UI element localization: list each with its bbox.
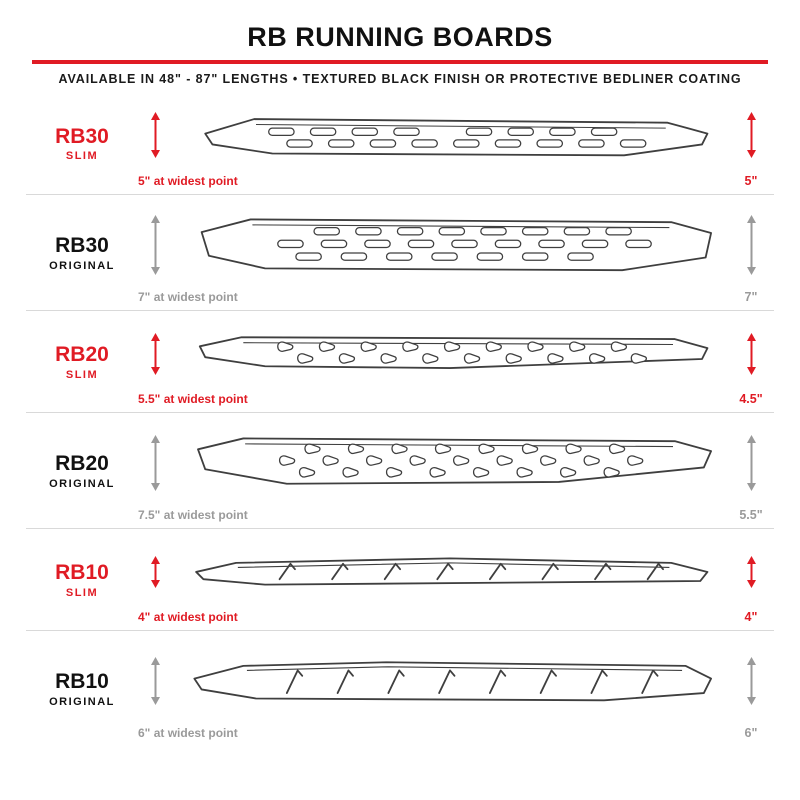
board-drawing-rb10-original xyxy=(172,655,728,706)
running-board-illustration xyxy=(198,336,709,369)
page-title: RB RUNNING BOARDS xyxy=(247,22,553,52)
model-label: RB10 xyxy=(55,561,109,585)
model-label: RB30 xyxy=(55,124,109,148)
board-drawing-rb20-original xyxy=(172,433,728,493)
edge-width-label: 6" xyxy=(744,726,758,740)
board-label: RB30 ORIGINAL xyxy=(26,234,138,272)
board-row-rb10-slim: RB10 SLIM 4" at widest point 4" xyxy=(26,528,774,630)
edge-width-label: 5.5" xyxy=(739,508,763,522)
board-label: RB20 SLIM xyxy=(26,343,138,381)
board-drawing-rb30-slim xyxy=(172,110,728,161)
running-board-illustration xyxy=(195,557,709,586)
vertical-measure-arrow-icon xyxy=(728,434,774,491)
board-label: RB20 ORIGINAL xyxy=(26,452,138,490)
variant-label: ORIGINAL xyxy=(49,477,115,490)
edge-width-label: 7" xyxy=(744,290,758,304)
running-board-illustration xyxy=(197,437,712,485)
board-drawing-rb10-slim xyxy=(172,552,728,590)
vertical-measure-arrow-icon xyxy=(138,332,172,375)
board-row-rb30-slim: RB30 SLIM 5" at widest point 5" xyxy=(26,92,774,194)
board-rows: RB30 SLIM 5" at widest point 5" RB30 ORI… xyxy=(26,92,774,746)
variant-label: ORIGINAL xyxy=(49,259,115,272)
running-board-illustration xyxy=(204,117,709,156)
variant-label: ORIGINAL xyxy=(49,695,115,708)
board-row-rb30-original: RB30 ORIGINAL 7" at widest point 7" xyxy=(26,194,774,310)
widest-point-label: 5.5" at widest point xyxy=(138,392,248,406)
edge-width-label: 4" xyxy=(744,610,758,624)
vertical-measure-arrow-icon xyxy=(138,555,172,588)
board-row-rb10-original: RB10 ORIGINAL 6" at widest point 6" xyxy=(26,630,774,746)
header: RB RUNNING BOARDS AVAILABLE IN 48" - 87"… xyxy=(26,0,774,86)
board-drawing-rb30-original xyxy=(172,214,728,276)
model-label: RB10 xyxy=(55,670,109,694)
edge-width-label: 4.5" xyxy=(739,392,763,406)
widest-point-label: 7.5" at widest point xyxy=(138,508,248,522)
edge-width-label: 5" xyxy=(744,174,758,188)
widest-point-label: 4" at widest point xyxy=(138,610,238,624)
variant-label: SLIM xyxy=(65,368,99,381)
board-row-rb20-slim: RB20 SLIM 5.5" at widest point 4.5" xyxy=(26,310,774,412)
widest-point-label: 6" at widest point xyxy=(138,726,238,740)
widest-point-label: 5" at widest point xyxy=(138,174,238,188)
vertical-measure-arrow-icon xyxy=(728,332,774,375)
vertical-measure-arrow-icon xyxy=(138,434,172,491)
title-underline xyxy=(32,60,768,64)
board-label: RB30 SLIM xyxy=(26,124,138,163)
model-label: RB20 xyxy=(55,452,109,476)
vertical-measure-arrow-icon xyxy=(138,214,172,275)
vertical-measure-arrow-icon xyxy=(728,214,774,275)
model-label: RB20 xyxy=(55,343,109,367)
board-row-rb20-original: RB20 ORIGINAL 7.5" at widest point 5.5" xyxy=(26,412,774,528)
variant-label: SLIM xyxy=(65,150,99,163)
board-label: RB10 SLIM xyxy=(26,561,138,599)
vertical-measure-arrow-icon xyxy=(138,112,172,158)
page: RB RUNNING BOARDS AVAILABLE IN 48" - 87"… xyxy=(26,0,774,746)
running-board-illustration xyxy=(200,218,712,271)
widest-point-label: 7" at widest point xyxy=(138,290,238,304)
variant-label: SLIM xyxy=(65,586,99,599)
board-drawing-rb20-slim xyxy=(172,330,728,377)
vertical-measure-arrow-icon xyxy=(728,112,774,158)
running-board-illustration xyxy=(193,661,712,702)
vertical-measure-arrow-icon xyxy=(138,656,172,705)
board-label: RB10 ORIGINAL xyxy=(26,670,138,708)
vertical-measure-arrow-icon xyxy=(728,555,774,588)
page-subtitle: AVAILABLE IN 48" - 87" LENGTHS • TEXTURE… xyxy=(58,72,742,86)
vertical-measure-arrow-icon xyxy=(728,656,774,705)
model-label: RB30 xyxy=(55,234,109,258)
